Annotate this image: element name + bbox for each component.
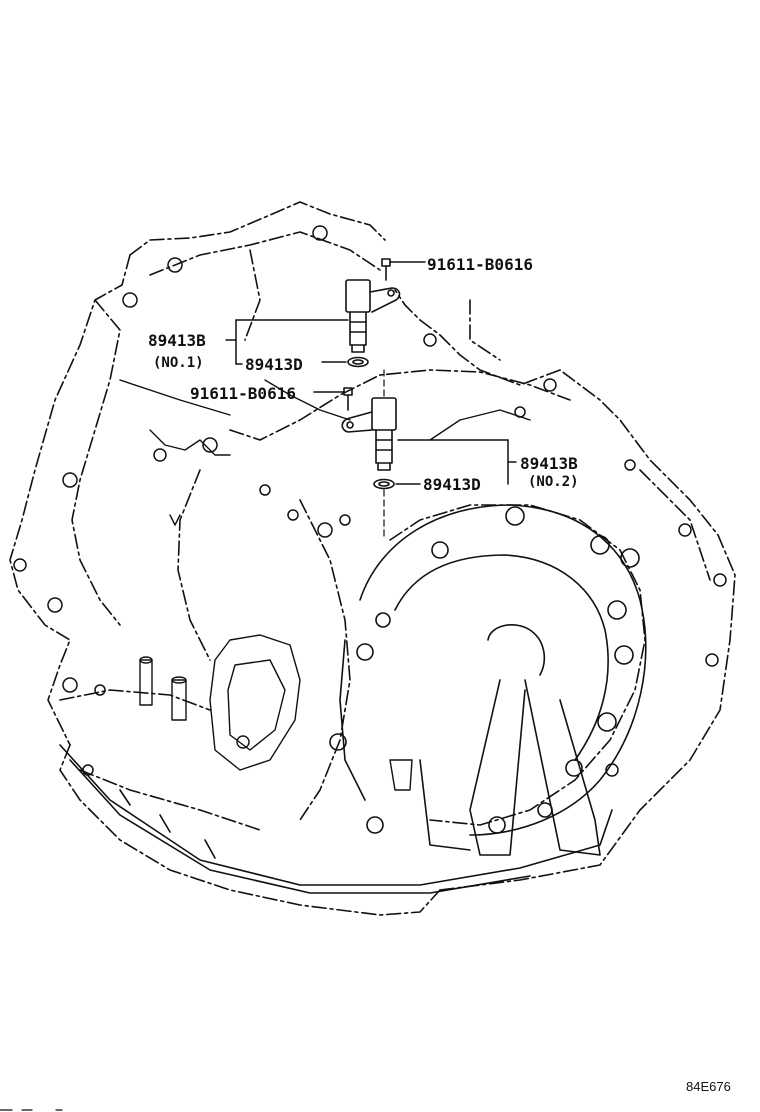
speed-sensor-no1 bbox=[345, 279, 401, 353]
speed-sensor-no2 bbox=[341, 397, 397, 471]
transaxle-housing-outline bbox=[9, 201, 736, 916]
callout-sensor-no2-qualifier: (NO.2) bbox=[528, 474, 579, 490]
callout-sensor-no1-part: 89413B bbox=[148, 331, 206, 350]
housing-inner-detail bbox=[119, 379, 531, 791]
callout-bolt-lower: 91611-B0616 bbox=[190, 384, 296, 403]
oring-no1 bbox=[347, 356, 369, 368]
oring-no2 bbox=[373, 478, 395, 490]
housing-bolt-bosses bbox=[13, 225, 727, 777]
bolt-upper bbox=[381, 258, 426, 281]
callout-bolt-upper: 91611-B0616 bbox=[427, 255, 533, 274]
bolt-lower bbox=[313, 387, 353, 411]
callout-oring-no2-part: 89413D bbox=[423, 475, 481, 494]
diagram-reference-code: 84E676 bbox=[686, 1079, 731, 1094]
callout-oring-no1-part: 89413D bbox=[245, 355, 303, 374]
callout-leaders bbox=[225, 319, 517, 485]
oil-pan bbox=[59, 744, 613, 894]
differential-housing bbox=[329, 504, 647, 856]
callout-sensor-no2-part: 89413B bbox=[520, 454, 578, 473]
callout-sensor-no1-qualifier: (NO.1) bbox=[153, 355, 204, 371]
